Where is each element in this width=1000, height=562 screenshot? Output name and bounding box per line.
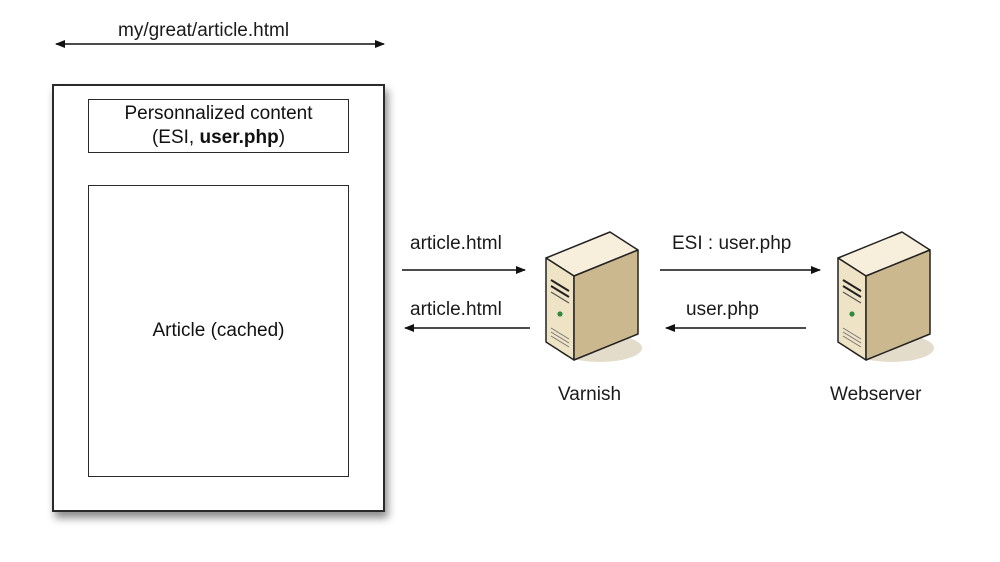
request-label-to-varnish: article.html [410, 233, 502, 254]
esi-suffix: ) [278, 127, 286, 148]
varnish-server-icon [545, 231, 642, 362]
cached-article-box: Article (cached) [88, 185, 349, 477]
personalized-content-box: Personnalized content (ESI, user.php) [88, 99, 349, 153]
response-label-from-webserver: user.php [686, 299, 759, 320]
varnish-label: Varnish [558, 384, 622, 405]
url-label: my/great/article.html [118, 20, 290, 41]
esi-user-php: user.php [199, 127, 279, 148]
response-label-from-varnish: article.html [410, 299, 502, 320]
web-page-frame [52, 84, 385, 512]
request-label-to-webserver: ESI : user.php [672, 233, 792, 254]
cached-article-label: Article (cached) [152, 320, 285, 341]
personalized-content-title: Personnalized content [124, 103, 313, 124]
webserver-label: Webserver [830, 384, 922, 405]
webserver-icon [837, 231, 934, 362]
personalized-content-source: (ESI, user.php) [89, 126, 348, 150]
esi-prefix: (ESI, [151, 127, 200, 148]
